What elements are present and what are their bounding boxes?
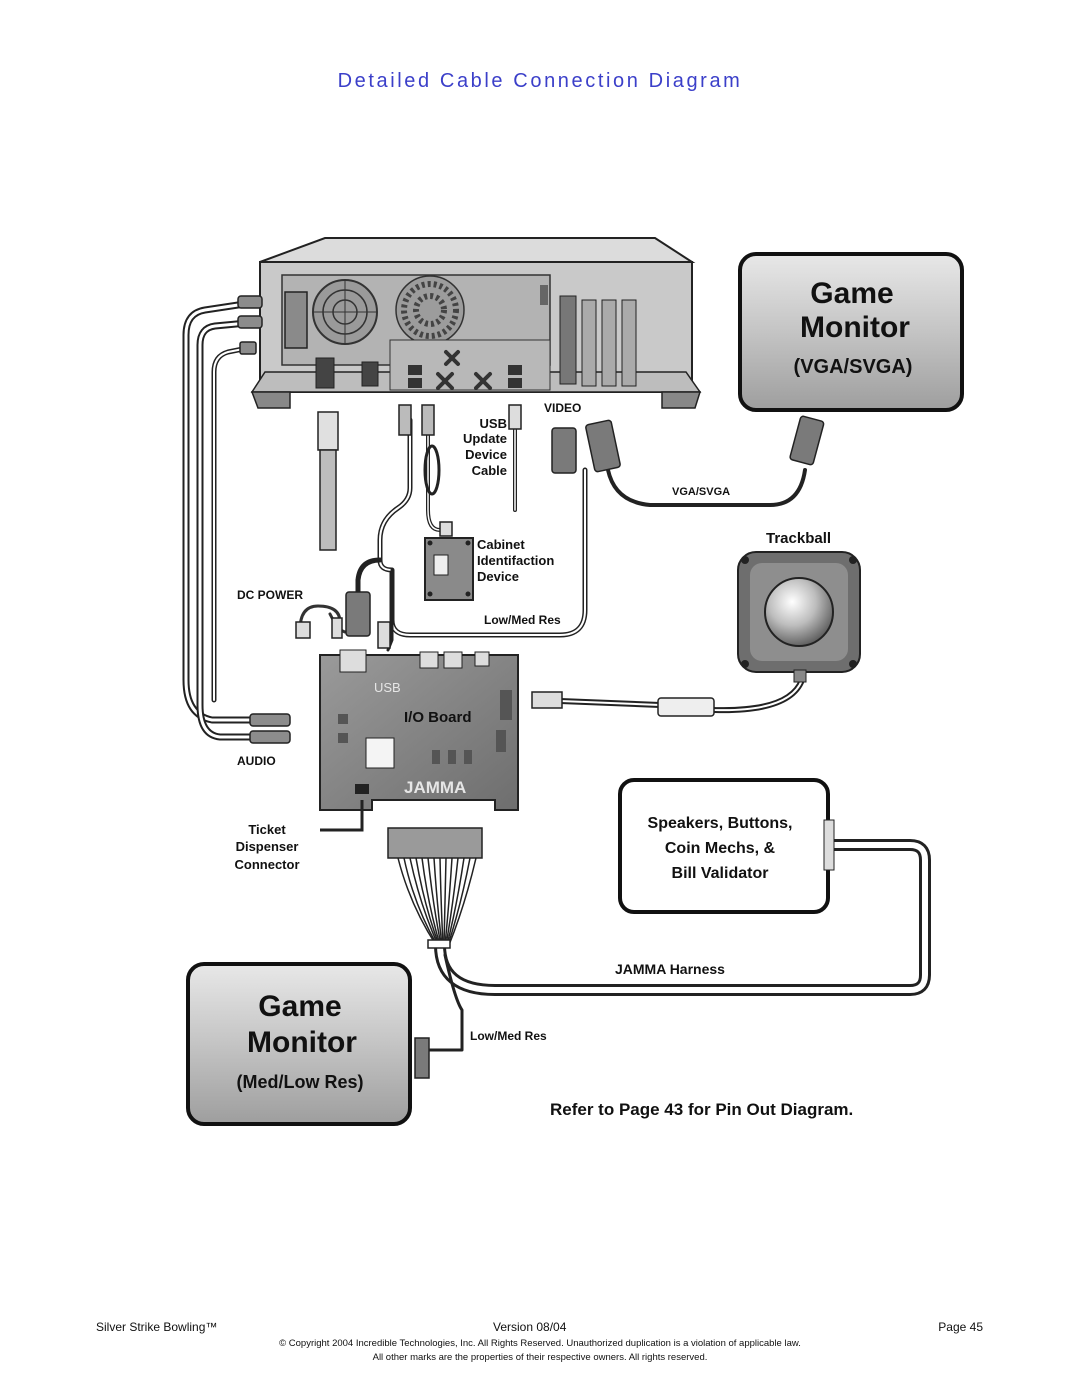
label-cabinet-3: Device <box>477 569 519 584</box>
label-vga-svga: VGA/SVGA <box>672 486 730 498</box>
footer-version: Version 08/04 <box>493 1320 567 1334</box>
label-usb-cable-4: Cable <box>472 463 507 478</box>
cabinet-id-device <box>424 537 474 601</box>
audio-cable-white <box>196 318 262 741</box>
label-usb-cable-1: USB <box>480 416 507 431</box>
label-low-med-res-bottom: Low/Med Res <box>470 1029 547 1043</box>
board-io-label: I/O Board <box>404 709 472 726</box>
label-ticket-1: Ticket <box>248 822 286 837</box>
label-audio: AUDIO <box>237 754 276 768</box>
monitor-bottom-line2: Monitor <box>247 1026 357 1059</box>
vga-svga-cable <box>606 468 807 507</box>
peripherals-line2: Coin Mechs, & <box>665 840 776 857</box>
peripherals-line3: Bill Validator <box>672 865 769 882</box>
label-usb-cable-3: Device <box>465 447 507 462</box>
label-usb-cable-2: Update <box>463 431 507 446</box>
cables <box>182 298 931 1052</box>
label-jamma-harness: JAMMA Harness <box>615 961 725 977</box>
monitor-bottom-line3: (Med/Low Res) <box>236 1072 363 1092</box>
label-video: VIDEO <box>544 401 581 415</box>
io-board <box>319 649 519 811</box>
harness-wire-fan <box>397 857 477 946</box>
connectors <box>237 295 825 1079</box>
cabinet-id-cable <box>426 418 448 532</box>
vent-grille <box>395 275 465 345</box>
board-usb-label: USB <box>374 680 401 695</box>
footer-product: Silver Strike Bowling™ <box>96 1320 218 1334</box>
monitor-top-line2: Monitor <box>800 311 910 344</box>
peripherals-box <box>618 778 835 914</box>
ticket-pointer <box>320 800 364 832</box>
pin-out-reference: Refer to Page 43 for Pin Out Diagram. <box>550 1100 853 1119</box>
footer-copyright: © Copyright 2004 Incredible Technologies… <box>279 1338 801 1349</box>
label-cabinet-1: Cabinet <box>477 537 525 552</box>
label-low-med-res-top: Low/Med Res <box>484 613 561 627</box>
page-title: Detailed Cable Connection Diagram <box>337 70 743 92</box>
trackball-icon <box>737 551 861 683</box>
footer-page-number: Page 45 <box>938 1320 983 1334</box>
board-jamma-label: JAMMA <box>404 778 466 797</box>
label-ticket-2: Dispenser <box>236 839 299 854</box>
footer-marks: All other marks are the properties of th… <box>372 1352 708 1363</box>
monitor-top-line1: Game <box>810 277 893 310</box>
peripherals-line1: Speakers, Buttons, <box>648 815 793 832</box>
label-trackball: Trackball <box>766 530 831 547</box>
label-cabinet-2: Identifaction <box>477 553 554 568</box>
label-dc-power: DC POWER <box>237 588 303 602</box>
label-ticket-3: Connector <box>235 857 300 872</box>
monitor-bottom-line1: Game <box>258 990 341 1023</box>
monitor-top-line3: (VGA/SVGA) <box>794 356 913 378</box>
dc-power-cable <box>298 604 342 632</box>
unused-port-marks <box>436 350 492 390</box>
game-monitor-low-res <box>186 962 412 1126</box>
pc-chassis <box>250 237 702 409</box>
footer-line: Silver Strike Bowling™ Version 08/04 Pag… <box>0 1320 1080 1336</box>
dc-power-loop <box>211 345 251 703</box>
game-monitor-vga <box>738 252 964 412</box>
fan-icon <box>312 279 378 345</box>
